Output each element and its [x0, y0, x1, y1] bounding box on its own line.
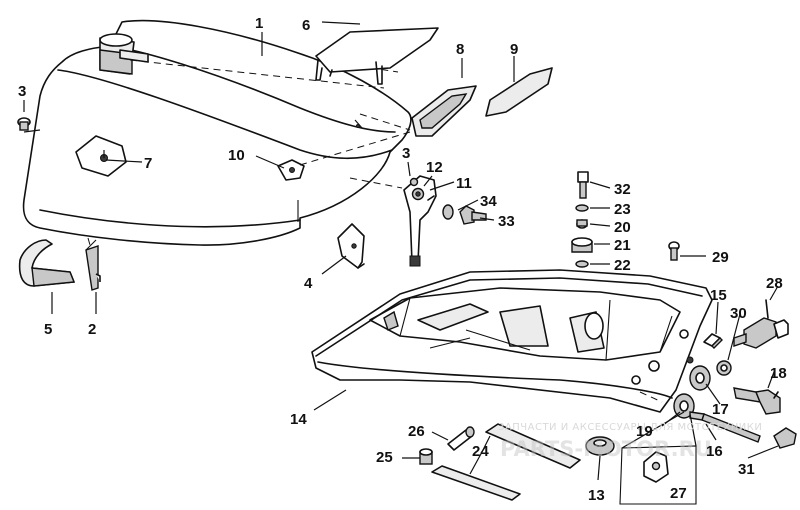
part-label-21: 21 — [614, 237, 631, 254]
foam-pad-part — [485, 67, 553, 117]
part-label-19: 19 — [636, 423, 653, 440]
strip-part-24 — [431, 423, 581, 501]
grommet-part-19 — [673, 393, 695, 419]
part-label-6: 6 — [302, 17, 310, 34]
part-label-15: 15 — [710, 287, 727, 304]
silencer-cover-part — [315, 27, 439, 85]
watermark-site: PARTS-MOTOR.RU — [500, 437, 712, 461]
part-label-30: 30 — [730, 305, 747, 322]
part-number-labels: 1 2 3 3 4 5 6 7 8 9 10 11 12 13 14 15 16… — [18, 15, 787, 504]
part-label-33: 33 — [498, 213, 515, 230]
latch-lever-part — [403, 175, 437, 267]
part-label-17: 17 — [712, 401, 729, 418]
part-label-25: 25 — [376, 449, 393, 466]
part-label-9: 9 — [510, 41, 518, 58]
explosion-line — [349, 177, 403, 189]
leader-lines — [23, 21, 779, 481]
part-label-11: 11 — [456, 175, 472, 192]
part-label-5: 5 — [44, 321, 52, 338]
part-label-27: 27 — [670, 485, 687, 502]
part-label-22: 22 — [614, 257, 631, 274]
grommet-part-13 — [585, 436, 615, 456]
grommet-stack-part — [571, 171, 593, 268]
explosion-line — [359, 113, 411, 131]
part-label-23: 23 — [614, 201, 631, 218]
screw-part-3 — [17, 117, 31, 131]
part-27-inset-box — [619, 411, 697, 505]
watermark-tagline: ЗАПЧАСТИ И АКСЕССУАРЫ ДЛЯ МОТОТЕХНИКИ — [498, 422, 762, 433]
part-label-16: 16 — [706, 443, 723, 460]
part-label-7: 7 — [144, 155, 152, 172]
part-label-26: 26 — [408, 423, 425, 440]
part-label-29: 29 — [712, 249, 729, 266]
screw-part-3b — [409, 177, 419, 187]
grommet-part-17 — [689, 365, 711, 391]
part-label-8: 8 — [456, 41, 464, 58]
part-label-1: 1 — [255, 15, 263, 32]
elbow-part-18 — [733, 387, 781, 415]
part-label-10: 10 — [228, 147, 245, 164]
part-label-13: 13 — [588, 487, 605, 504]
plug-part-25 — [419, 448, 433, 465]
explosion-line — [129, 59, 385, 89]
part-label-32: 32 — [614, 181, 631, 198]
grommet-part-30 — [716, 360, 732, 376]
part-label-12: 12 — [426, 159, 443, 176]
fuel-connector-part — [733, 299, 789, 349]
washer-bolt-part — [442, 204, 487, 225]
screw-part-29 — [668, 241, 680, 261]
part-label-20: 20 — [614, 219, 631, 236]
bracket-part-2 — [85, 239, 101, 291]
part-label-18: 18 — [770, 365, 787, 382]
clip-part-31 — [773, 427, 797, 449]
part-label-4: 4 — [304, 275, 313, 292]
lower-cover-part — [311, 269, 713, 413]
part-label-24: 24 — [472, 443, 489, 460]
upper-cover-part — [22, 19, 412, 246]
part-label-28: 28 — [766, 275, 783, 292]
seal-part — [411, 85, 477, 137]
part-label-31: 31 — [738, 461, 755, 478]
part-label-34: 34 — [480, 193, 497, 210]
pin-part-15 — [703, 333, 723, 349]
handle-part — [18, 239, 75, 287]
part-label-3-left: 3 — [18, 83, 26, 100]
part-label-14: 14 — [290, 411, 307, 428]
latch-plate-part — [337, 223, 365, 269]
part-label-3-right: 3 — [402, 145, 410, 162]
part-label-2: 2 — [88, 321, 96, 338]
sleeve-part-26 — [447, 426, 475, 451]
